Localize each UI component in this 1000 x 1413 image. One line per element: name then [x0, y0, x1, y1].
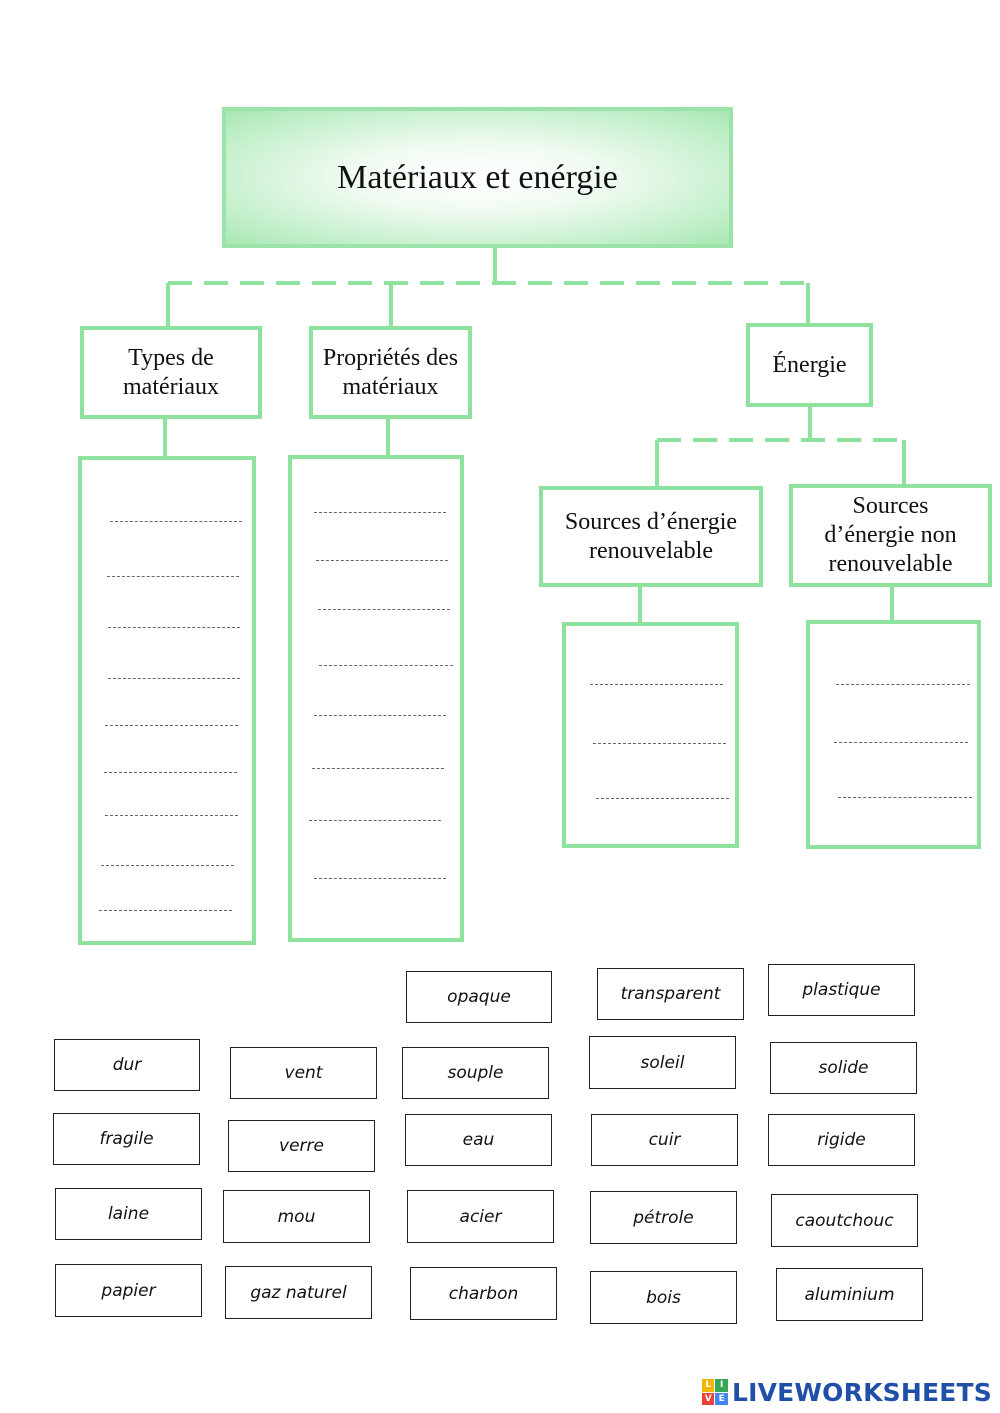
- answer-blank[interactable]: [309, 820, 441, 821]
- category-types-de-materiaux: Types de matériaux: [80, 326, 262, 419]
- answer-blank[interactable]: [836, 684, 970, 685]
- answer-blank[interactable]: [108, 678, 240, 679]
- word-chip-gaz-naturel[interactable]: gaz naturel: [225, 1266, 372, 1319]
- word-chip-bois[interactable]: bois: [590, 1271, 737, 1324]
- answer-blank[interactable]: [110, 521, 242, 522]
- answer-blank[interactable]: [590, 684, 723, 685]
- answer-blank[interactable]: [314, 715, 446, 716]
- non-renewable-answer-box: [806, 620, 981, 849]
- answer-blank[interactable]: [107, 576, 239, 577]
- renewable-answer-box: [562, 622, 739, 848]
- word-chip-laine[interactable]: laine: [55, 1188, 202, 1240]
- answer-blank[interactable]: [838, 797, 972, 798]
- word-chip-plastique[interactable]: plastique: [768, 964, 915, 1016]
- word-chip-verre[interactable]: verre: [228, 1120, 375, 1172]
- word-chip-caoutchouc[interactable]: caoutchouc: [771, 1194, 918, 1247]
- answer-blank[interactable]: [99, 910, 232, 911]
- word-chip-solide[interactable]: solide: [770, 1042, 917, 1094]
- word-chip-aluminium[interactable]: aluminium: [776, 1268, 923, 1321]
- word-chip-charbon[interactable]: charbon: [410, 1267, 557, 1320]
- category-proprietes-des-materiaux: Propriétés des matériaux: [309, 326, 472, 419]
- liveworksheets-logo-text: LIVEWORKSHEETS: [731, 1377, 992, 1407]
- category-energie-renouvelable: Sources d’énergie renouvelable: [539, 486, 763, 587]
- word-chip-rigide[interactable]: rigide: [768, 1114, 915, 1166]
- answer-blank[interactable]: [596, 798, 729, 799]
- category-energie-non-renouvelable: Sources d’énergie non renouvelable: [789, 484, 992, 587]
- word-chip-opaque[interactable]: opaque: [406, 971, 552, 1023]
- word-chip-transparent[interactable]: transparent: [597, 968, 744, 1020]
- answer-blank[interactable]: [314, 878, 446, 879]
- word-chip-papier[interactable]: papier: [55, 1264, 202, 1317]
- category-energie: Énergie: [746, 323, 873, 407]
- answer-blank[interactable]: [108, 627, 240, 628]
- word-chip-fragile[interactable]: fragile: [53, 1113, 200, 1165]
- answer-blank[interactable]: [314, 512, 446, 513]
- word-chip-cuir[interactable]: cuir: [591, 1114, 738, 1166]
- answer-blank[interactable]: [593, 743, 726, 744]
- answer-blank[interactable]: [316, 560, 448, 561]
- types-answer-box: [78, 456, 256, 945]
- word-chip-petrole[interactable]: pétrole: [590, 1191, 737, 1244]
- answer-blank[interactable]: [104, 772, 237, 773]
- answer-blank[interactable]: [318, 609, 450, 610]
- answer-blank[interactable]: [834, 742, 968, 743]
- liveworksheets-logo-icon: L I V E: [701, 1379, 728, 1405]
- diagram-title: Matériaux et enérgie: [222, 107, 733, 248]
- word-chip-eau[interactable]: eau: [405, 1114, 552, 1166]
- word-chip-mou[interactable]: mou: [223, 1190, 370, 1243]
- word-chip-dur[interactable]: dur: [54, 1039, 200, 1091]
- answer-blank[interactable]: [105, 725, 238, 726]
- word-chip-acier[interactable]: acier: [407, 1190, 554, 1243]
- answer-blank[interactable]: [319, 665, 453, 666]
- answer-blank[interactable]: [105, 815, 238, 816]
- properties-answer-box: [288, 455, 464, 942]
- word-chip-soleil[interactable]: soleil: [589, 1036, 736, 1089]
- answer-blank[interactable]: [101, 865, 234, 866]
- word-chip-vent[interactable]: vent: [230, 1047, 377, 1099]
- liveworksheets-logo: L I V E LIVEWORKSHEETS: [701, 1375, 992, 1409]
- answer-blank[interactable]: [312, 768, 444, 769]
- word-chip-souple[interactable]: souple: [402, 1047, 549, 1099]
